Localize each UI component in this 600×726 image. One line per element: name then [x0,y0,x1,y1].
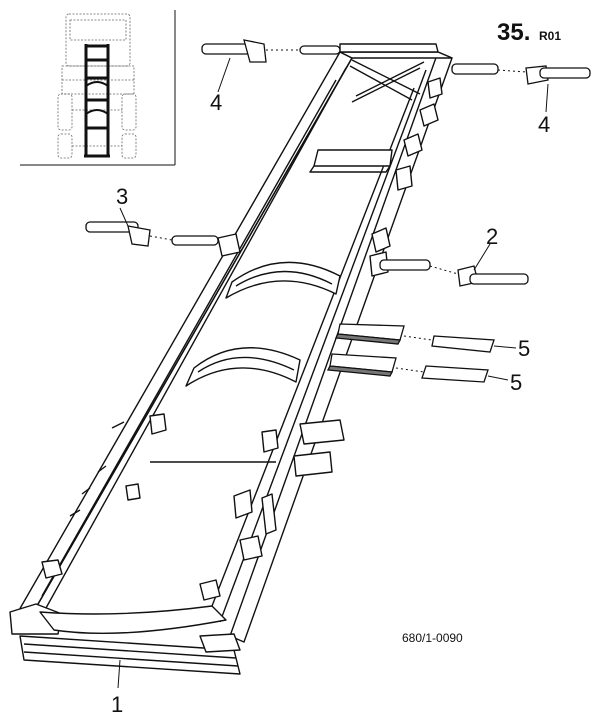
chassis-frame [9,43,453,675]
callout-part-3: 3 [116,184,128,209]
part-5-plates [326,323,495,383]
leader-lines [117,57,549,689]
callout-part-2: 2 [486,224,498,249]
callout-part-4-right: 4 [538,112,550,137]
section-number: 35. [497,19,530,46]
callout-part-5-lower: 5 [510,370,522,395]
callout-part-4-left: 4 [210,90,222,115]
locator-inset [20,10,176,166]
mounting-pins [85,39,591,287]
callout-part-5-upper: 5 [518,336,530,361]
inset-truck-outline [57,13,137,159]
callout-part-1: 1 [111,692,123,717]
pin-axes [149,49,527,373]
drawing-reference-number: 680/1-0090 [402,631,463,645]
section-suffix: R01 [539,29,561,43]
inset-frame-highlight [84,44,110,158]
